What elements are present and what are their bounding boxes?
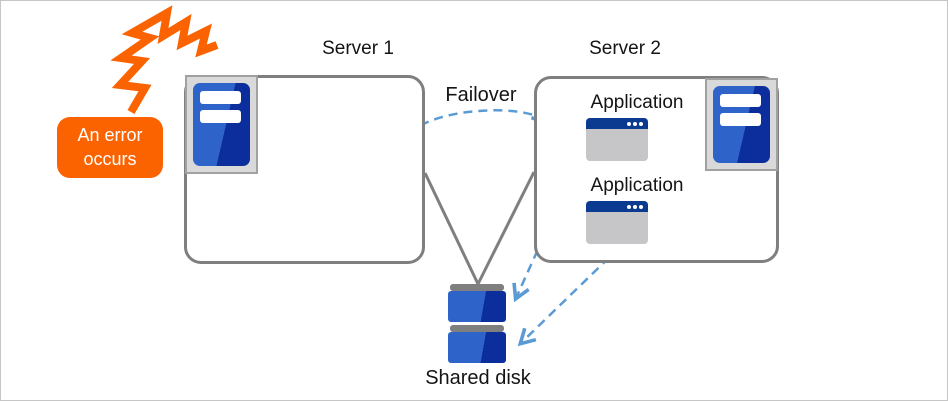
app-titlebar-dots-icon (627, 122, 643, 126)
shared-disk-label: Shared disk (425, 367, 531, 389)
shared-disk-icon (450, 284, 504, 291)
error-callout-line1: An error (77, 125, 143, 146)
application2-window-icon (586, 201, 648, 244)
shared-disk-icon (448, 332, 506, 363)
server2-label: Server 2 (589, 38, 661, 59)
app-titlebar (586, 201, 648, 212)
failover-label: Failover (445, 84, 517, 106)
server1-label: Server 1 (322, 38, 394, 59)
app-titlebar (586, 118, 648, 129)
failover-arrow (408, 106, 550, 136)
application1-window-icon (586, 118, 648, 161)
error-callout-line2: occurs (83, 148, 137, 169)
server-slot-icon (200, 91, 241, 104)
server2-icon (705, 78, 778, 171)
shared-disk-icon (450, 325, 504, 332)
server-slot-icon (720, 113, 761, 126)
server2-disk-line (476, 171, 536, 285)
server1-disk-line (423, 172, 480, 285)
shared-disk-icon (448, 291, 506, 322)
application1-label: Application (590, 92, 684, 113)
server-tower-icon (193, 83, 250, 166)
server-tower-icon (713, 86, 770, 163)
server-slot-icon (720, 94, 761, 107)
application2-label: Application (590, 175, 684, 196)
app-titlebar-dots-icon (627, 205, 643, 209)
server-slot-icon (200, 110, 241, 123)
error-callout: An error occurs (57, 117, 163, 178)
server1-icon (185, 75, 258, 174)
